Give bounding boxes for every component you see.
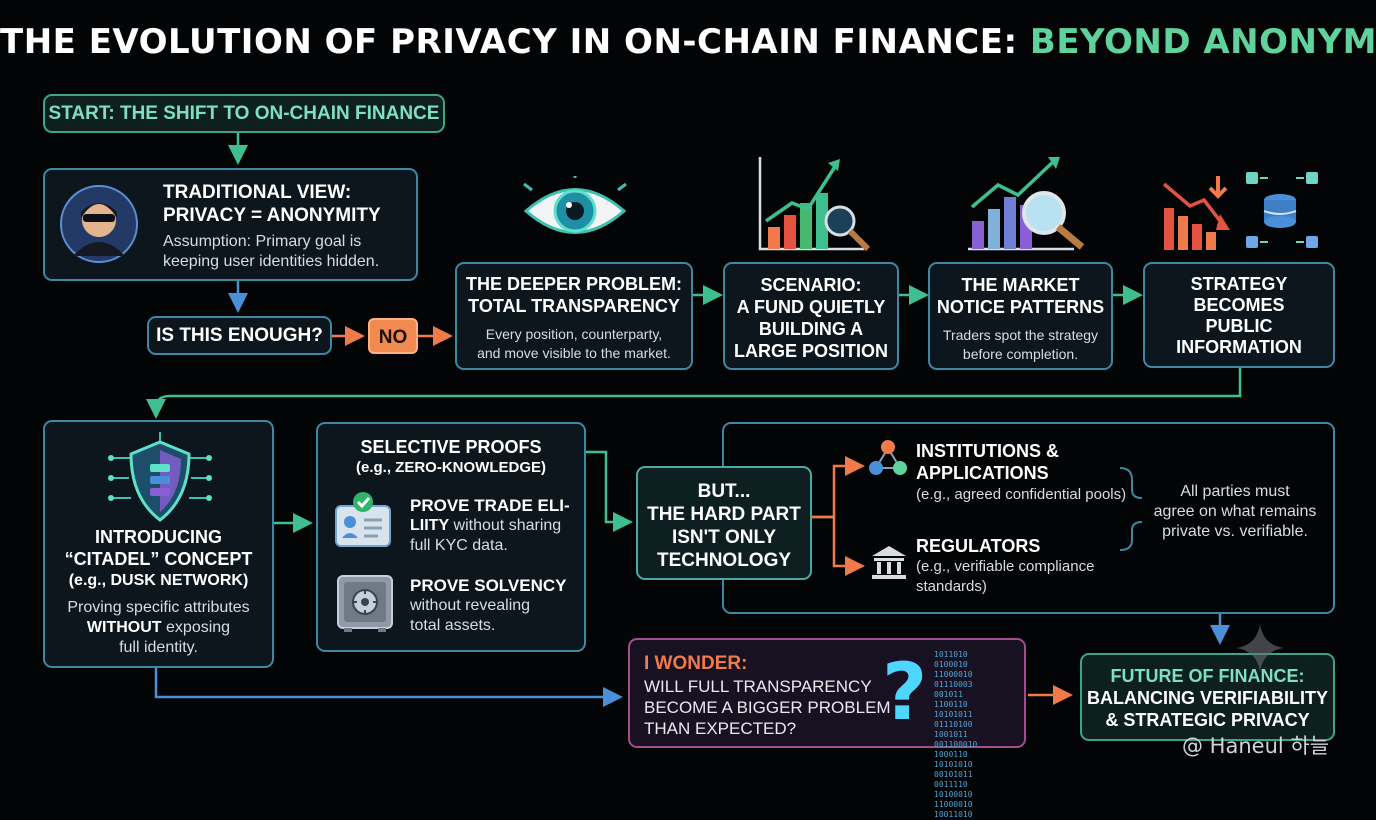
- question-label: IS THIS ENOUGH?: [156, 325, 323, 346]
- title-highlight: BEYOND ANONYMITY: [1029, 22, 1376, 62]
- proof-item1-heading: PROVE TRADE ELI-: [410, 496, 570, 515]
- citadel-heading-2: “CITADEL” CONCEPT: [64, 549, 253, 569]
- sparkle-icon: [1236, 624, 1284, 672]
- hard-part-box: BUT... THE HARD PART ISN'T ONLY TECHNOLO…: [636, 466, 812, 580]
- question-box: IS THIS ENOUGH?: [147, 316, 332, 355]
- agree-line-3: private vs. verifiable.: [1162, 523, 1308, 540]
- strategy-line-1: STRATEGY: [1190, 274, 1288, 294]
- regulators-body-1: (e.g., verifiable compliance: [916, 558, 1095, 575]
- selective-heading: SELECTIVE PROOFS: [360, 437, 542, 457]
- proof-item2-line2: without revealing: [410, 597, 531, 614]
- page-title: THE EVOLUTION OF PRIVACY IN ON-CHAIN FIN…: [0, 22, 1376, 62]
- decline-data-icon: [1162, 172, 1318, 250]
- hardpart-line-2: THE HARD PART: [647, 504, 801, 525]
- traditional-heading-2: PRIVACY = ANONYMITY: [163, 205, 381, 226]
- start-box: START: THE SHIFT TO ON-CHAIN FINANCE: [43, 94, 445, 133]
- scenario-line-3: BUILDING A: [758, 319, 864, 339]
- hardpart-line-1: BUT...: [697, 481, 751, 502]
- strategy-line-2: BECOMES: [1193, 295, 1285, 315]
- agree-line-1: All parties must: [1180, 483, 1290, 500]
- future-line-2: BALANCING VERIFIABILITY: [1087, 688, 1328, 708]
- agree-line-2: agree on what remains: [1153, 503, 1317, 520]
- scenario-line-2: A FUND QUIETLY: [736, 297, 886, 317]
- market-body-2: before completion.: [962, 346, 1079, 362]
- deeper-body-1: Every position, counterparty,: [485, 326, 663, 342]
- institutions-heading-2: APPLICATIONS: [916, 463, 1049, 483]
- shield-circuit-icon: [108, 432, 212, 522]
- citadel-body-bold: WITHOUT: [86, 619, 162, 636]
- start-label: START: THE SHIFT TO ON-CHAIN FINANCE: [48, 103, 440, 124]
- id-card-check-icon: [335, 492, 391, 547]
- traditional-view-box: TRADITIONAL VIEW: PRIVACY = ANONYMITY As…: [43, 168, 418, 281]
- selective-proofs-box: SELECTIVE PROOFS (e.g., ZERO-KNOWLEDGE) …: [316, 422, 586, 652]
- citadel-body-1: Proving specific attributes: [67, 599, 250, 616]
- regulators-body-2: standards): [916, 578, 987, 595]
- wonder-box: I WONDER: WILL FULL TRANSPARENCY BECOME …: [628, 638, 1026, 819]
- wonder-line-2: BECOME A BIGGER PROBLEM: [644, 698, 891, 717]
- regulators-heading: REGULATORS: [916, 536, 1041, 556]
- network-nodes-icon: [869, 440, 907, 475]
- future-finance-box: FUTURE OF FINANCE: BALANCING VERIFIABILI…: [1080, 653, 1335, 741]
- proof-item2-heading: PROVE SOLVENCY: [410, 576, 567, 595]
- scenario-line-4: LARGE POSITION: [733, 341, 888, 361]
- market-heading-2: NOTICE PATTERNS: [936, 297, 1105, 317]
- question-mark-icon: ?: [882, 648, 928, 738]
- traditional-body-2: keeping user identities hidden.: [163, 253, 380, 270]
- proof-item1-line2: without sharing: [449, 517, 562, 534]
- eye-icon: [523, 176, 627, 234]
- wonder-line-3: THAN EXPECTED?: [644, 719, 797, 738]
- citadel-body-3: full identity.: [119, 639, 198, 656]
- title-main: THE EVOLUTION OF PRIVACY IN ON-CHAIN FIN…: [0, 22, 1018, 62]
- hardpart-line-3: ISN'T ONLY: [671, 527, 777, 548]
- wonder-heading: I WONDER:: [644, 653, 748, 674]
- watermark-text: @ Haneul 하늘: [1182, 734, 1330, 758]
- no-decision-badge: NO: [368, 318, 418, 354]
- citadel-body-2: exposing: [161, 619, 231, 636]
- wonder-line-1: WILL FULL TRANSPARENCY: [644, 677, 872, 696]
- deeper-body-2: and move visible to the market.: [477, 345, 671, 361]
- institutions-heading-1: INSTITUTIONS &: [916, 441, 1059, 461]
- market-notice-box: THE MARKET NOTICE PATTERNS Traders spot …: [928, 262, 1113, 370]
- selective-subheading: (e.g., ZERO-KNOWLEDGE): [356, 459, 546, 476]
- traditional-body-1: Assumption: Primary goal is: [163, 233, 362, 250]
- market-heading-1: THE MARKET: [961, 275, 1080, 295]
- citadel-heading-3: (e.g., DUSK NETWORK): [68, 572, 249, 589]
- proof-item1-line3: full KYC data.: [410, 537, 508, 554]
- future-line-1: FUTURE OF FINANCE:: [1110, 666, 1305, 686]
- deeper-heading-1: THE DEEPER PROBLEM:: [465, 274, 683, 294]
- connector-arrows: [146, 133, 1242, 707]
- strategy-line-4: INFORMATION: [1176, 337, 1302, 357]
- strategy-public-box: STRATEGY BECOMES PUBLIC INFORMATION: [1143, 262, 1335, 368]
- market-chart-magnifier-icon: [968, 157, 1085, 251]
- government-building-icon: [872, 546, 906, 579]
- deeper-heading-2: TOTAL TRANSPARENCY: [468, 296, 680, 316]
- vault-safe-icon: [337, 575, 393, 632]
- proof-item2-line3: total assets.: [410, 617, 496, 634]
- hacker-avatar-icon: [60, 185, 138, 263]
- hardpart-line-4: TECHNOLOGY: [656, 550, 792, 571]
- scenario-box: SCENARIO: A FUND QUIETLY BUILDING A LARG…: [723, 262, 899, 370]
- future-line-3: & STRATEGIC PRIVACY: [1105, 710, 1310, 730]
- traditional-heading-1: TRADITIONAL VIEW:: [163, 182, 352, 203]
- binary-stream: 1011010 0100010 11000010 01110003 001011…: [934, 650, 978, 819]
- growth-chart-magnifier-icon: [758, 157, 871, 252]
- deeper-problem-box: THE DEEPER PROBLEM: TOTAL TRANSPARENCY E…: [455, 262, 693, 370]
- citadel-heading-1: INTRODUCING: [95, 527, 222, 547]
- institutions-body: (e.g., agreed confidential pools): [916, 486, 1127, 503]
- market-body-1: Traders spot the strategy: [942, 327, 1099, 343]
- proof-item1-bold: LIITY: [410, 517, 450, 534]
- scenario-line-1: SCENARIO:: [760, 275, 862, 295]
- strategy-line-3: PUBLIC: [1205, 316, 1273, 336]
- citadel-box: INTRODUCING “CITADEL” CONCEPT (e.g., DUS…: [43, 420, 274, 668]
